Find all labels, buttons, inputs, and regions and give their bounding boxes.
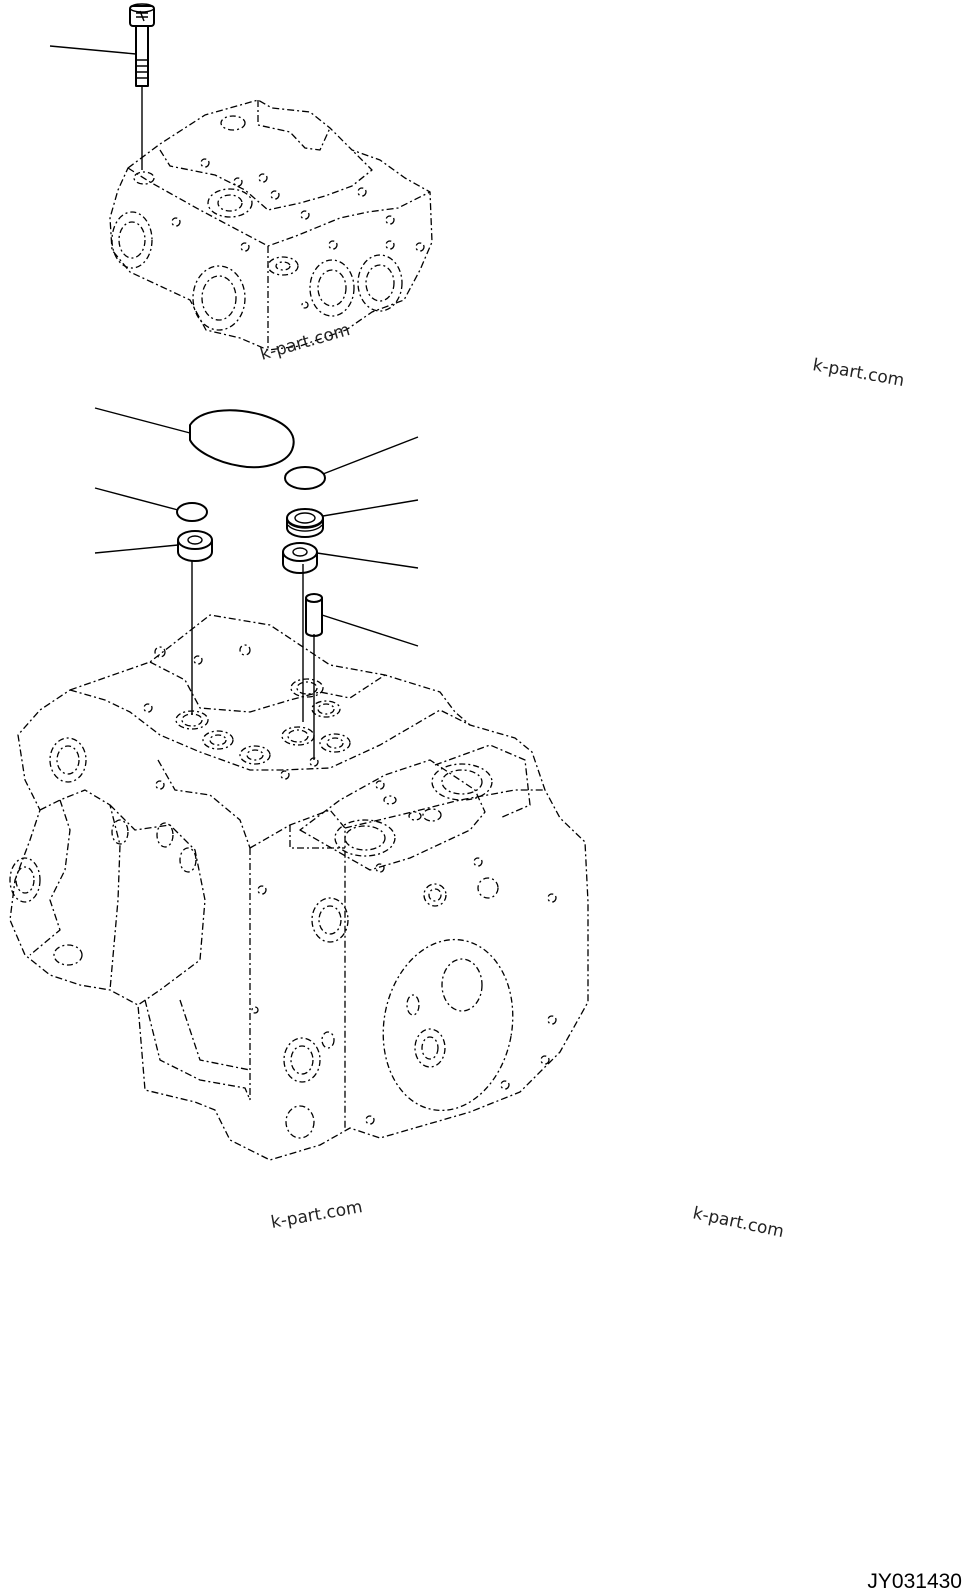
watermark: k-part.com [811, 355, 906, 391]
watermark: k-part.com [269, 1197, 364, 1233]
socket-head-bolt-icon [129, 3, 155, 87]
oval-gasket-icon [189, 409, 295, 469]
spring-seat-icon [286, 508, 324, 538]
o-ring-left-icon [176, 502, 208, 522]
collar-left-icon [177, 530, 213, 562]
watermark: k-part.com [691, 1203, 786, 1242]
alignment-lines [141, 86, 315, 760]
upper-valve-block [109, 99, 433, 351]
drawing-code: JY031430 [867, 1570, 962, 1593]
o-ring-right-icon [284, 466, 326, 490]
leader-lines [49, 45, 419, 647]
lower-pump-case [9, 614, 589, 1161]
dowel-pin-icon [305, 593, 323, 637]
watermark: k-part.com [258, 320, 352, 365]
collar-right-icon [282, 542, 318, 574]
